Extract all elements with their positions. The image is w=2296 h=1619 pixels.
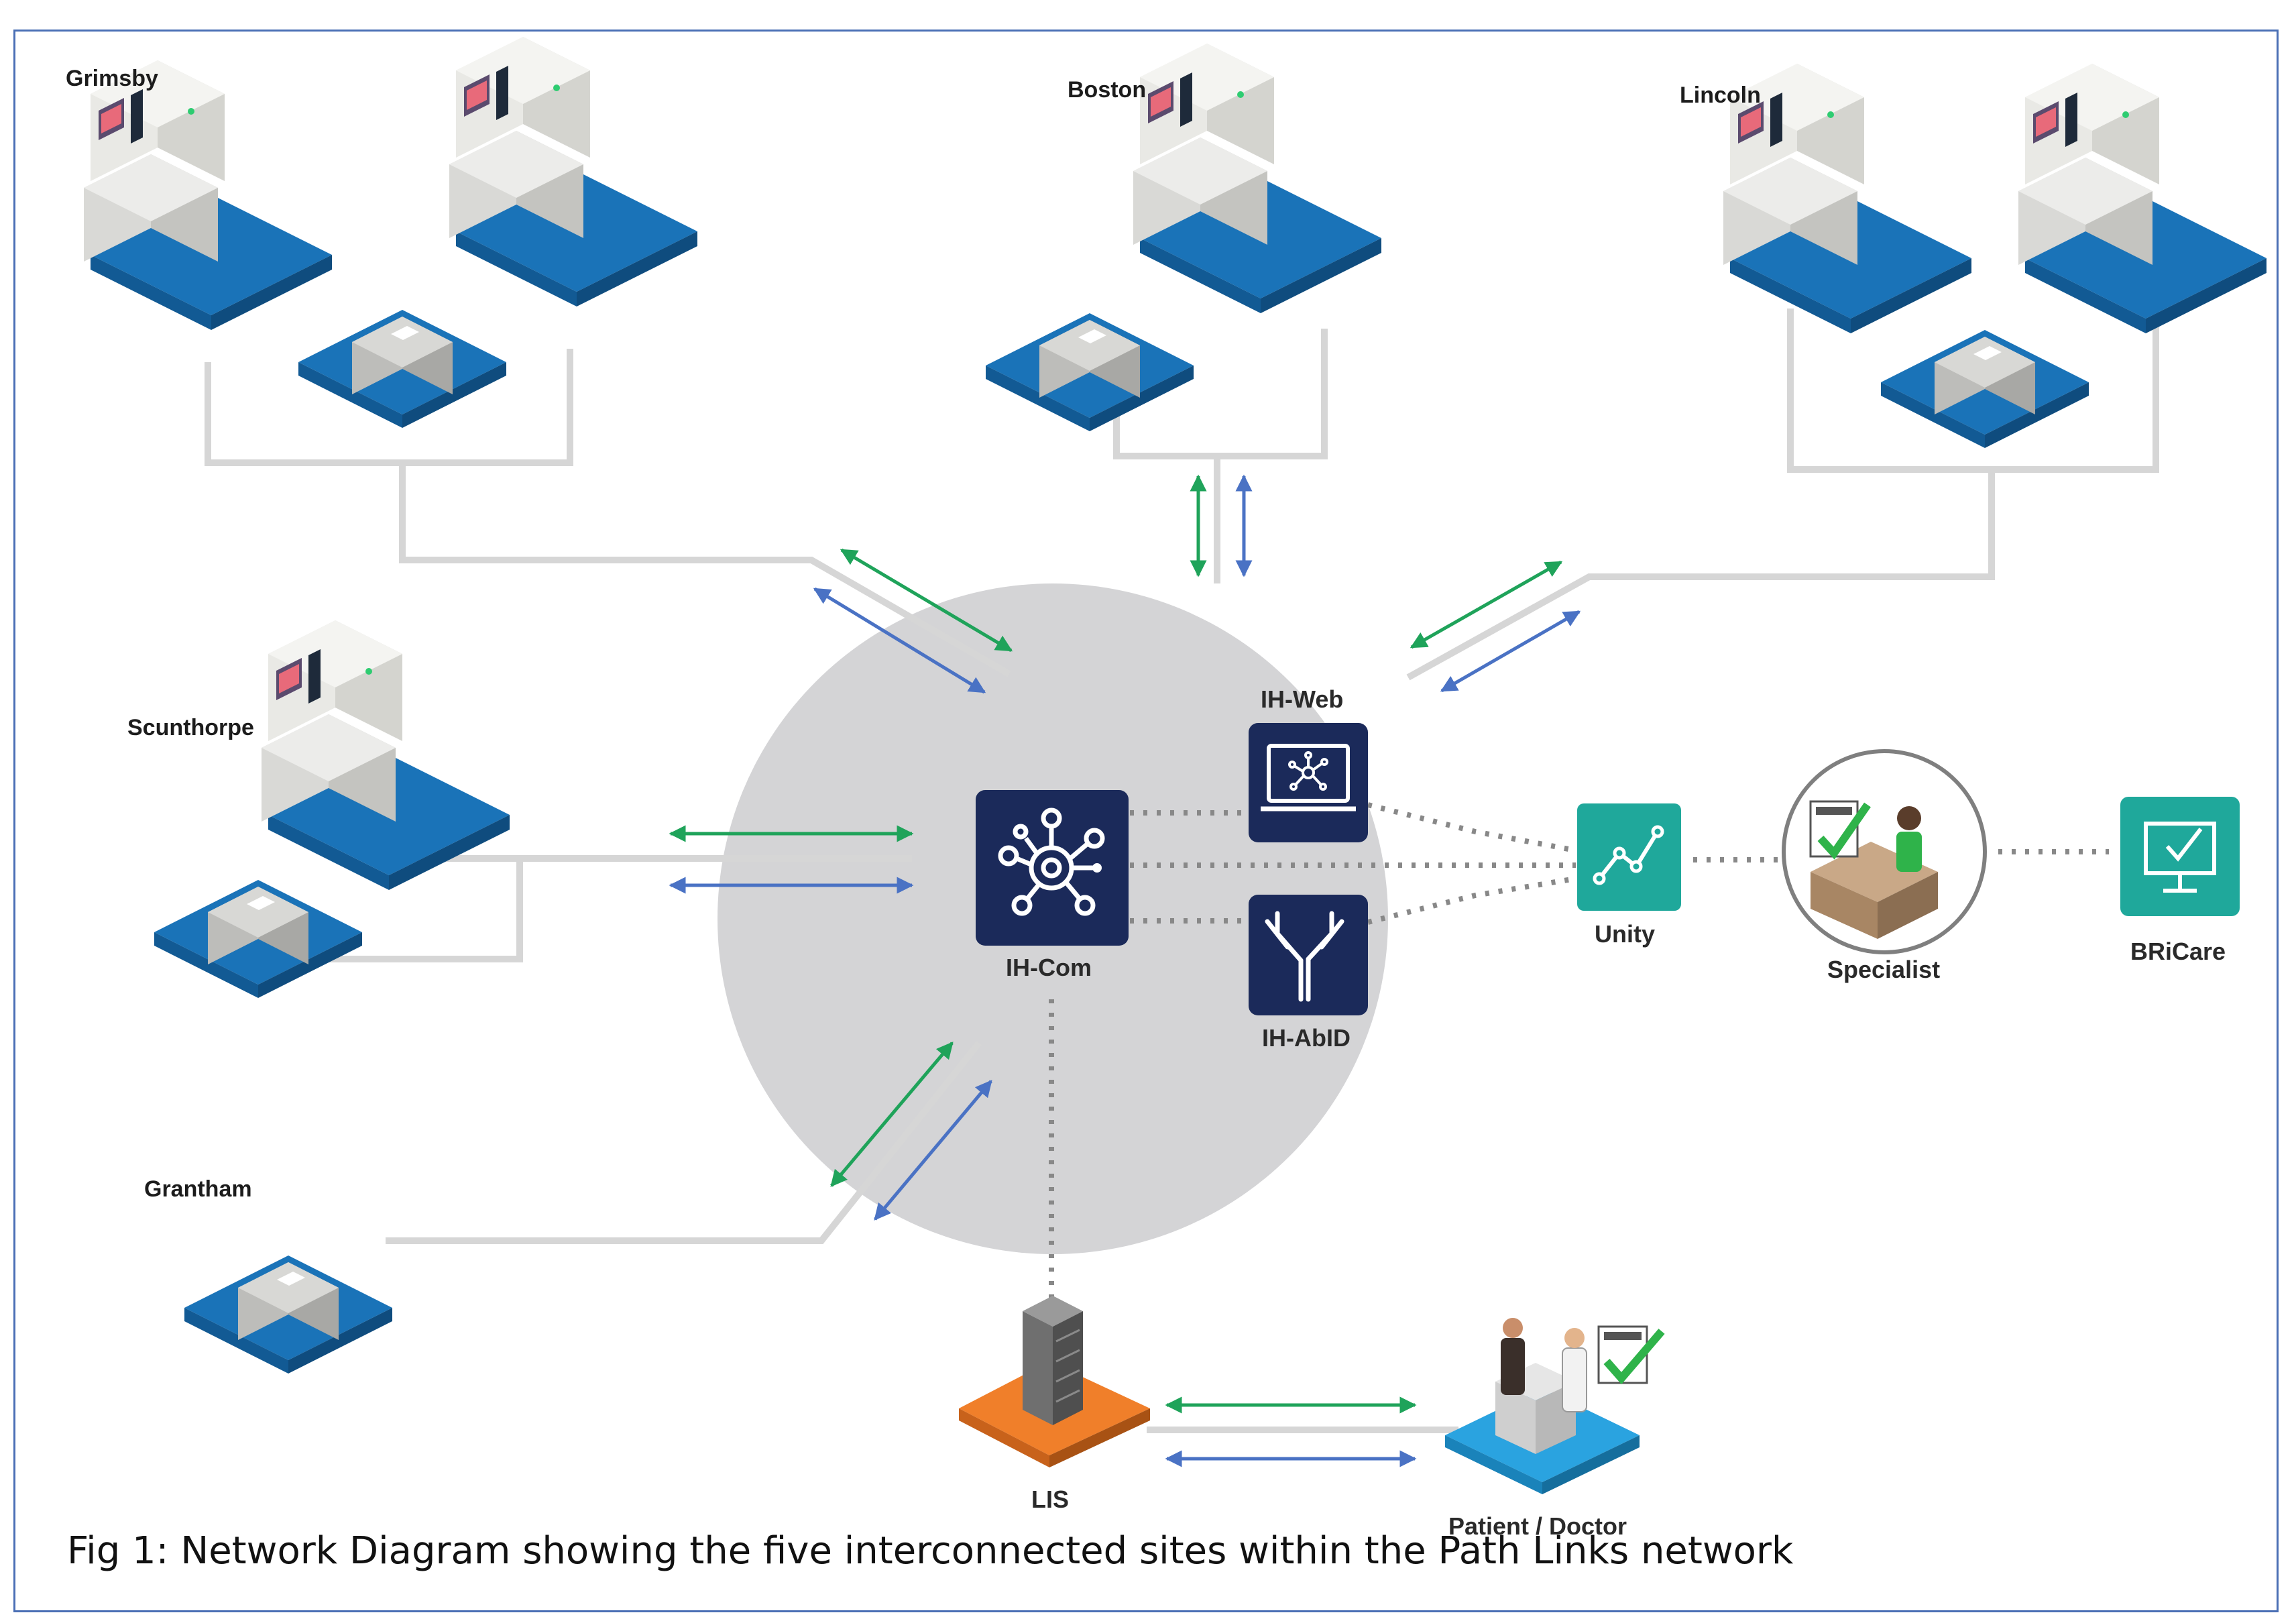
figure-caption: Fig 1: Network Diagram showing the five … [67,1529,1794,1573]
bricare-icon [2120,797,2240,916]
site-label-grimsby: Grimsby [66,66,158,91]
ih-web-icon [1249,723,1368,842]
lis-server-icon [959,1296,1150,1467]
ih-abid-label: IH-AbID [1262,1024,1351,1052]
patient-doctor-label: Patient / Doctor [1448,1512,1627,1540]
grimsby-analyzer-2-icon [449,37,697,306]
bricare-label: BRiCare [2130,938,2226,965]
scunthorpe-workstation-icon [154,880,362,998]
ih-com-label: IH-Com [1006,954,1092,981]
ih-web-label: IH-Web [1261,685,1344,713]
boston-analyzer-icon [1133,44,1381,313]
lincoln-workstation-icon [1881,330,2089,448]
scunthorpe-analyzer-icon [262,620,510,890]
data-flow-arrows [669,474,1581,1467]
site-label-scunthorpe: Scunthorpe [127,715,254,740]
grimsby-workstation-icon [298,310,506,428]
grantham-workstation-icon [184,1255,392,1374]
grimsby-analyzer-1-icon [84,60,332,330]
site-label-grantham: Grantham [144,1176,252,1202]
dotted-links [1049,802,2109,1301]
ih-com-icon [976,790,1129,946]
lincoln-analyzer-2-icon [2018,64,2266,333]
site-label-boston: Boston [1068,77,1147,103]
ih-abid-icon [1249,895,1368,1015]
unity-label: Unity [1595,920,1655,948]
patient-doctor-icon [1445,1318,1665,1494]
lis-label: LIS [1031,1486,1070,1513]
site-label-lincoln: Lincoln [1680,82,1761,108]
boston-workstation-icon [986,313,1194,431]
figure-frame [13,30,2279,1612]
specialist-label: Specialist [1827,956,1941,983]
unity-icon [1577,803,1681,911]
specialist-icon [1782,749,1987,954]
